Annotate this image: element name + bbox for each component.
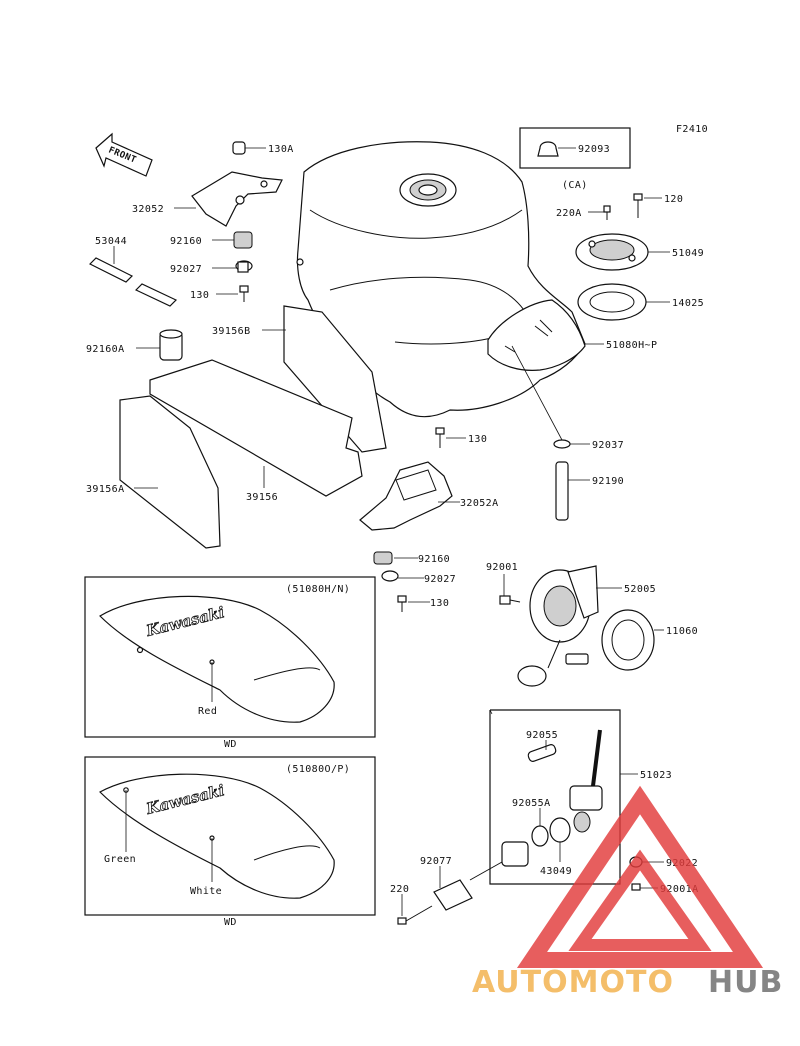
callout-220A: 220A [556,208,582,219]
callout-51049: 51049 [672,248,704,259]
callout-92160A: 92160A [86,344,125,355]
inset-1-color-red: Red [198,706,217,717]
callout-39156: 39156 [246,492,278,503]
clip-92037 [553,439,571,449]
inset-1-footer: WD [224,739,237,750]
rubber-strip-53044 [88,257,178,307]
pad-39156B [283,305,387,453]
callout-130A: 130A [268,144,294,155]
pad-39156 [149,359,363,497]
callout-92077: 92077 [420,856,452,867]
tank-cover-51080 [487,299,586,371]
callouts: 130A 32052 53044 92160 92027 130 39156B … [86,144,704,916]
callout-CA: (CA) [562,180,588,191]
callout-92037: 92037 [592,440,624,451]
pad-39156A [119,395,221,549]
callout-11060: 11060 [666,626,698,637]
washer-92027-top [235,260,253,273]
callout-32052A: 32052A [460,498,499,509]
callout-39156B: 39156B [212,326,251,337]
fuel-cap-51049 [575,233,649,271]
grommet-92160-top [233,231,253,249]
inset-1-code: (51080H/N) [286,584,350,595]
callout-52005: 52005 [624,584,656,595]
screw-220 [397,905,433,925]
callout-92160-top: 92160 [170,236,202,247]
callout-51080HP: 51080H~P [606,340,657,351]
callout-51023: 51023 [640,770,672,781]
bolt-92001A [631,883,641,891]
bolt-120 [633,193,643,218]
fuel-cock-51023 [569,729,603,833]
grommet-92160-mid [373,551,393,565]
callout-92027-top: 92027 [170,264,202,275]
damper-92160A [159,329,183,361]
callout-92027-mid: 92027 [424,574,456,585]
cap-ring-14025 [577,283,647,321]
inset-51080H-N: (51080H/N) Kawasaki Red [84,576,376,738]
callout-130-low: 130 [430,598,449,609]
callout-14025: 14025 [672,298,704,309]
bracket-32052 [191,141,283,227]
bolt-130-top [239,285,249,302]
pump-assembly-52005 [517,565,599,687]
callout-92001: 92001 [486,562,518,573]
callout-53044: 53044 [95,236,127,247]
figure-code: F2410 [676,124,708,135]
gasket-11060 [601,609,655,671]
callout-92160-mid: 92160 [418,554,450,565]
callout-130-mid: 130 [468,434,487,445]
callout-92055A: 92055A [512,798,551,809]
front-arrow-icon: FRONT [95,132,153,177]
callout-92055: 92055 [526,730,558,741]
ca-detail-box [519,127,631,169]
callout-120: 120 [664,194,683,205]
watermark-triangle-inner [568,849,712,951]
seal-43049 [549,817,571,843]
watermark-text-hub: HUB [708,965,783,1000]
gasket-92055 [527,744,557,762]
bolt-130-mid [435,427,445,448]
callout-92093: 92093 [578,144,610,155]
hose-92190 [555,461,569,521]
bracket-32052A [359,461,453,531]
callout-130-top: 130 [190,290,209,301]
watermark-text-automoto: AUTOMOTO [472,965,674,1000]
inset-2-color-green: Green [104,854,136,865]
callout-39156A: 39156A [86,484,125,495]
callout-43049: 43049 [540,866,572,877]
watermark-triangle-outer [516,785,764,968]
bolt-130-low [397,595,407,612]
callout-92001A: 92001A [660,884,699,895]
callout-220: 220 [390,884,409,895]
bolt-92001 [499,595,521,605]
lever-92077 [433,841,529,911]
automotohub-watermark: AUTOMOTO HUB [472,785,783,1000]
callout-92190: 92190 [592,476,624,487]
inset-2-footer: WD [224,917,237,928]
inset-51080O-P: (51080O/P) Kawasaki Green White [84,756,376,916]
screw-220A [603,205,611,220]
inset-2-code: (51080O/P) [286,764,350,775]
washer-92027-mid [381,570,399,582]
inset-2-color-white: White [190,886,222,897]
oring-92055A [531,825,549,847]
callout-32052: 32052 [132,204,164,215]
